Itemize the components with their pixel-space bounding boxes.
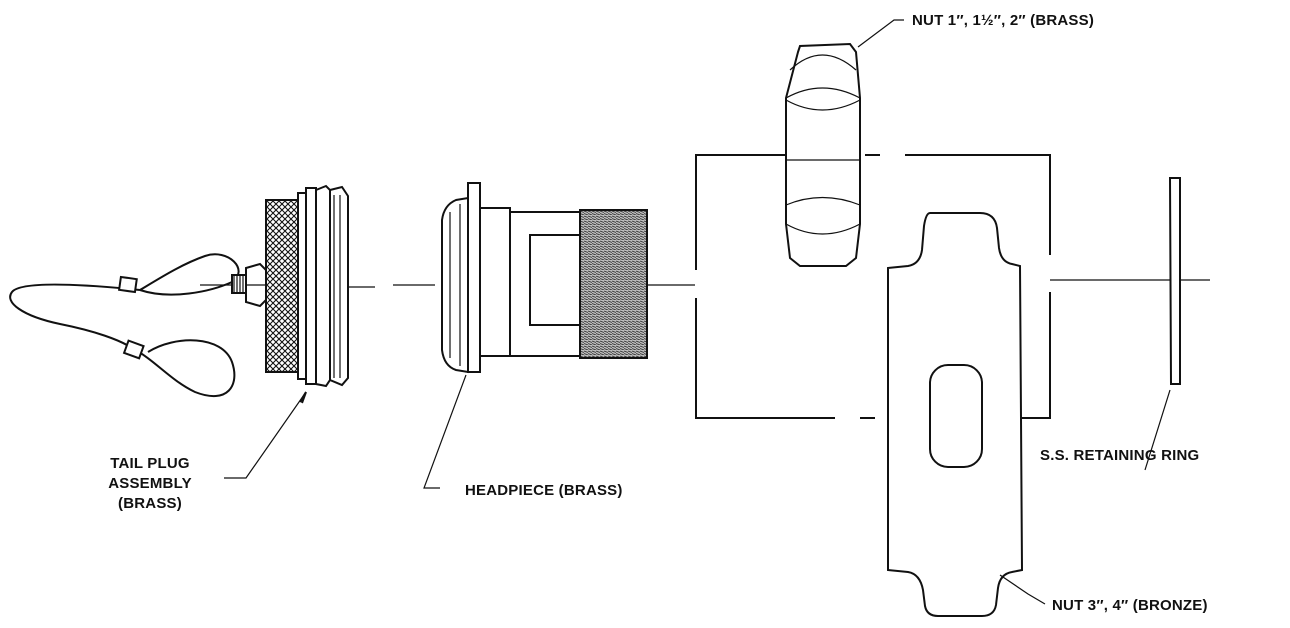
- headpiece-thread: [579, 209, 648, 359]
- headpiece-flat: [529, 234, 581, 326]
- long-nut-bronze: [887, 212, 1024, 617]
- label-retaining-ring: S.S. RETAINING RING: [1040, 447, 1199, 464]
- label-tail-plug-line3: (BRASS): [118, 495, 182, 512]
- cable-ferrule-lower: [122, 339, 145, 360]
- knurled-cap: [265, 199, 299, 373]
- labels: TAIL PLUG ASSEMBLY (BRASS) HEADPIECE (BR…: [108, 12, 1207, 614]
- headpiece-flange: [441, 196, 469, 374]
- label-nut-bronze: NUT 3″, 4″ (BRONZE): [1052, 597, 1208, 614]
- tail-plug-assembly: [231, 184, 349, 388]
- cap-shoulder: [297, 192, 307, 380]
- hex-nut-brass: [785, 42, 861, 267]
- headpiece-collar: [467, 182, 481, 373]
- label-nut-brass: NUT 1″, 1½″, 2″ (BRASS): [912, 12, 1094, 29]
- label-tail-plug-line2: ASSEMBLY: [108, 475, 192, 492]
- lanyard-cable: [9, 253, 240, 398]
- retaining-ring: [1168, 177, 1181, 385]
- headpiece-hex-left: [479, 207, 511, 357]
- headpiece: [441, 182, 648, 374]
- leader-lines: [224, 19, 1171, 605]
- cable-ferrule-upper: [117, 275, 138, 294]
- plug-thread-ring-2: [329, 185, 349, 387]
- center-axis-line: [200, 279, 1210, 288]
- plug-thread-ring-1: [315, 184, 331, 388]
- long-nut-slot: [929, 364, 983, 468]
- label-tail-plug-line1: TAIL PLUG: [110, 455, 190, 472]
- cap-flange: [305, 187, 317, 385]
- label-headpiece: HEADPIECE (BRASS): [465, 482, 623, 499]
